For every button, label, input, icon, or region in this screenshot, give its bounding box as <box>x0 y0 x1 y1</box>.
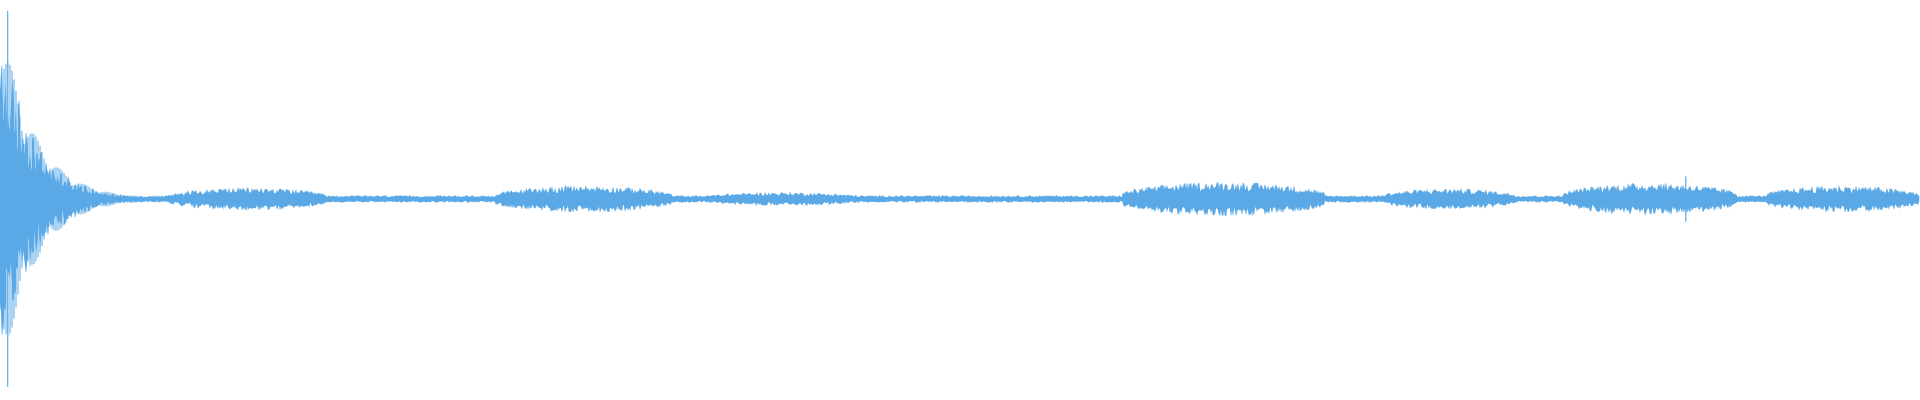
waveform-fill <box>0 65 1920 336</box>
waveform-transient-lines <box>0 62 163 336</box>
